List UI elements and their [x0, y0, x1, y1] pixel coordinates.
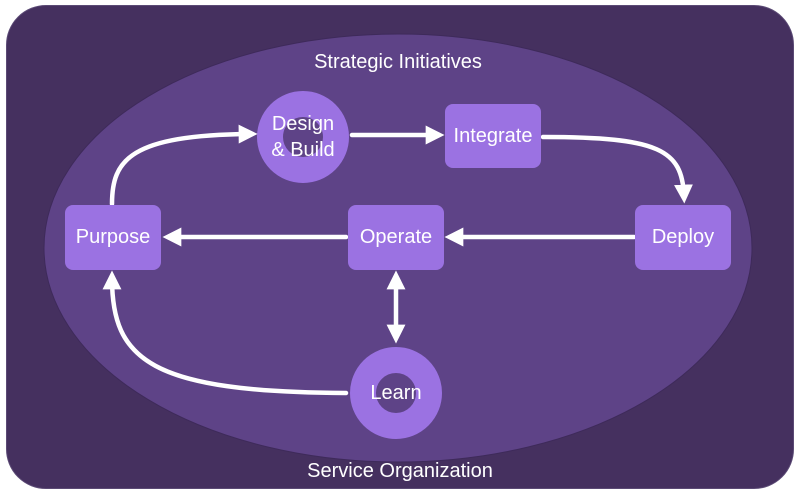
node-deploy: Deploy — [635, 205, 731, 270]
learn-ring — [350, 347, 442, 439]
node-operate: Operate — [348, 205, 444, 270]
arrow-learn-to-purpose — [102, 270, 349, 396]
node-design-build: Design & Build — [271, 113, 335, 161]
node-purpose: Purpose — [65, 205, 161, 270]
arrow-integrate-to-deploy — [540, 134, 693, 204]
outer-label: Service Organization — [307, 460, 493, 482]
arrow-purpose-to-design — [109, 124, 258, 207]
design-build-ring — [257, 91, 349, 183]
inner-label: Strategic Initiatives — [314, 51, 482, 73]
node-learn: Learn — [370, 382, 422, 404]
node-integrate: Integrate — [445, 104, 541, 168]
